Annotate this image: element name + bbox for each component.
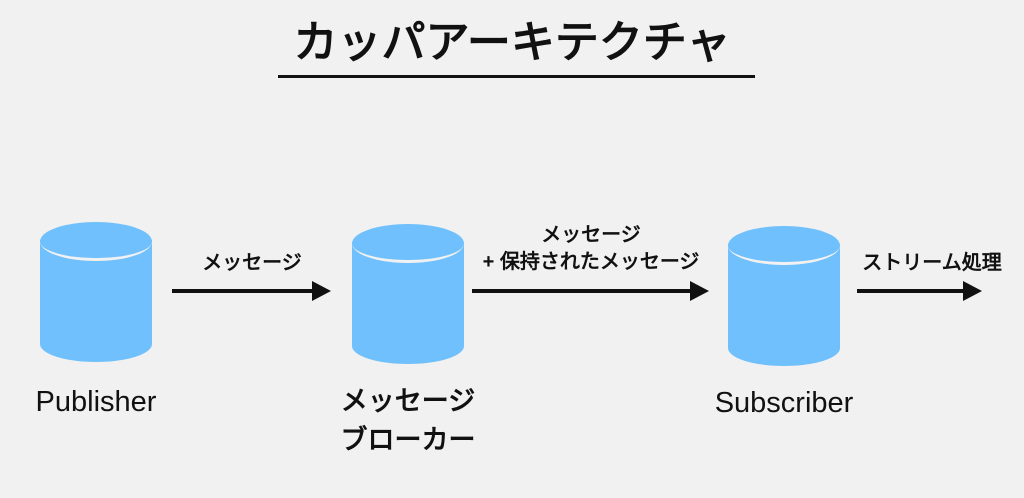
node-message-broker <box>352 224 464 364</box>
arrow-head-icon <box>963 281 982 301</box>
arrow-subscriber-to-stream-processing <box>857 281 982 301</box>
arrow-label-broker-to-subscriber: メッセージ + 保持されたメッセージ <box>482 224 700 273</box>
node-subscriber <box>728 226 840 366</box>
node-label-publisher: Publisher <box>35 386 157 418</box>
arrow-label-stream-processing: ストリーム処理 <box>862 252 1002 274</box>
arrow-head-icon <box>690 281 709 301</box>
arrow-broker-to-subscriber <box>472 281 709 301</box>
arrow-head-icon <box>312 281 331 301</box>
cylinder-top-ellipse <box>352 224 464 263</box>
arrow-publisher-to-broker <box>172 281 331 301</box>
node-label-message-broker: メッセージ ブローカー <box>340 386 476 456</box>
page-title-underline <box>278 75 755 78</box>
node-label-subscriber: Subscriber <box>714 387 854 419</box>
cylinder-top-ellipse <box>40 222 152 261</box>
cylinder-top-ellipse <box>728 226 840 265</box>
page-title: カッパアーキテクチャ <box>293 18 731 67</box>
arrow-shaft <box>472 289 692 293</box>
arrow-label-publisher-to-broker: メッセージ <box>202 252 302 274</box>
arrow-shaft <box>857 289 965 293</box>
node-publisher <box>40 222 152 362</box>
arrow-shaft <box>172 289 314 293</box>
